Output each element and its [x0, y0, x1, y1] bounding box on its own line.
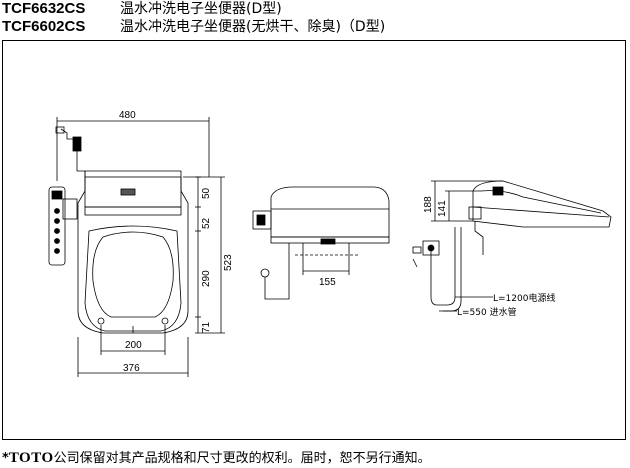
dim-label-seat-width: 376 [123, 363, 140, 374]
remote-button [54, 248, 60, 254]
dim-label-inner-width: 200 [125, 340, 142, 351]
dim-label-top-a: 50 [201, 187, 212, 199]
dim-label-overall-length: 523 [223, 254, 234, 271]
remote-panel [48, 186, 66, 266]
drawing-frame: 480 376 200 50 52 290 71 523 155 188 141… [2, 40, 626, 440]
seat-bumper [97, 317, 105, 325]
callout-inlet-hose: L=550 进水管 [457, 306, 517, 318]
seat-rim [84, 225, 182, 332]
power-plug [260, 268, 270, 278]
technical-drawing: 480 376 200 50 52 290 71 523 155 188 141… [48, 110, 612, 377]
profile-view [412, 180, 612, 312]
brand-name: TOTO [8, 450, 54, 466]
callout-power-cord: L=1200电源线 [493, 292, 555, 304]
dim-label-mid-height: 290 [201, 270, 212, 287]
valve-box [468, 206, 482, 220]
remote-button [54, 208, 60, 214]
logo-mark [320, 238, 336, 245]
hinge-bar [84, 206, 182, 216]
seat-line [472, 206, 610, 218]
top-view-dimensions [56, 117, 225, 377]
remote-button [54, 218, 60, 224]
side-connector [252, 210, 272, 230]
valve-hose [474, 221, 484, 255]
model-number: TCF6602CS [2, 18, 86, 35]
model-description: 温水冲洗电子坐便器(D型) [120, 1, 282, 17]
side-connector-detail [256, 214, 266, 226]
seat-bumper [161, 317, 169, 325]
wall-fitting [412, 246, 422, 254]
remote-button [54, 228, 60, 234]
dim-label-side-height-b: 141 [437, 200, 448, 217]
hose-fitting [55, 126, 65, 134]
footnote-asterisk: * [2, 451, 9, 466]
seat-outline [77, 170, 189, 334]
dim-label-top-b: 52 [201, 217, 212, 229]
inlet-hose [430, 227, 456, 306]
unit-body [270, 186, 390, 238]
stop-valve [422, 240, 440, 256]
title-line-2: TCF6602CS 温水冲洗电子坐便器(无烘干、除臭)（D型) [2, 18, 385, 36]
remote-button [54, 238, 60, 244]
footer-notice: *TOTO公司保留对其产品规格和尺寸更改的权利。届时，恕不另行通知。 [2, 447, 431, 467]
remote-display [51, 190, 63, 200]
dim-label-side-offset: 155 [319, 277, 336, 288]
valve-block [72, 136, 82, 152]
dim-label-overall-width: 480 [119, 110, 136, 121]
hinge-cap [492, 186, 504, 196]
front-view [252, 186, 390, 300]
dim-label-low-height: 71 [201, 321, 212, 333]
dim-label-side-height-a: 188 [423, 196, 434, 213]
fitting-detail [412, 258, 418, 268]
supply-pipe [264, 243, 290, 300]
bowl-opening [92, 231, 174, 318]
title-line-1: TCF6632CS 温水冲洗电子坐便器(D型) [2, 0, 282, 18]
notice-text: 公司保留对其产品规格和尺寸更改的权利。届时，恕不另行通知。 [53, 451, 431, 466]
control-box [62, 198, 78, 220]
stop-valve-knob [427, 244, 435, 252]
top-view [48, 126, 189, 334]
model-number: TCF6632CS [2, 0, 86, 17]
model-description: 温水冲洗电子坐便器(无烘干、除臭)（D型) [120, 19, 386, 35]
lid-line [480, 190, 602, 214]
power-cord [439, 227, 462, 312]
brand-plate [120, 188, 136, 196]
